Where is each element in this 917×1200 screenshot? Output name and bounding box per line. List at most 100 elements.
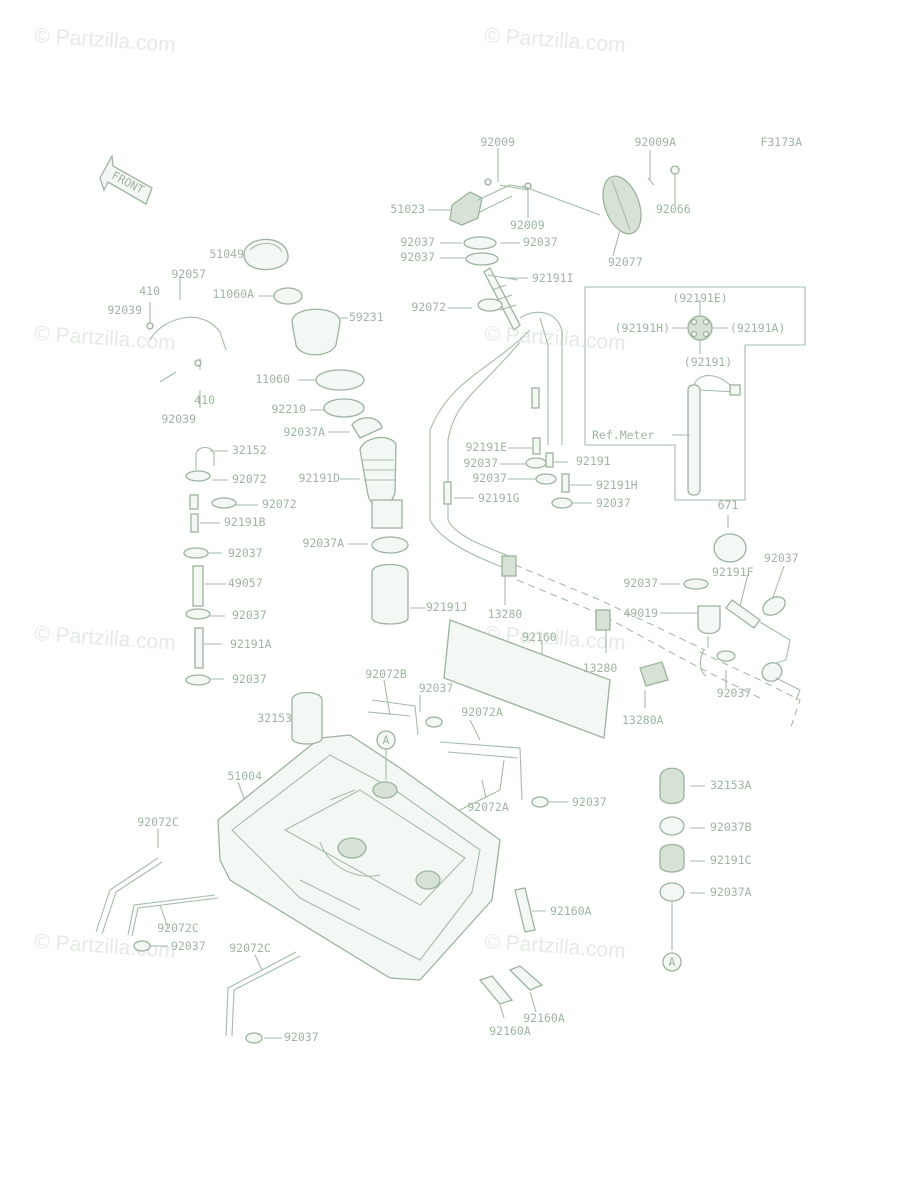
part-callout: 92037 — [523, 235, 558, 249]
fuel-cap-51049 — [243, 238, 289, 271]
part-callout: 92009 — [510, 218, 545, 232]
part-callout: 32152 — [232, 443, 267, 457]
filler-neck-59231 — [291, 308, 341, 356]
part-callout: 92037B — [710, 820, 752, 834]
small-hose-parts — [183, 446, 237, 686]
part-callout: 92191B — [224, 515, 266, 529]
part-callout: 13280 — [488, 607, 523, 621]
part-callout: 59231 — [349, 310, 384, 324]
part-callout: 671 — [718, 498, 739, 512]
inset-label-92191a: (92191A) — [730, 321, 785, 335]
part-callout: 92072A — [461, 705, 503, 719]
watermark-text: © Partzilla.com — [34, 322, 177, 355]
reference-markers: A A — [376, 730, 682, 972]
part-callout: 92191C — [710, 853, 752, 867]
front-arrow-icon: FRONT — [99, 153, 153, 205]
part-callout: 92037A — [283, 425, 325, 439]
part-callout: 92191A — [230, 637, 272, 651]
part-callout: 51004 — [227, 769, 262, 783]
part-callout: 92191E — [465, 440, 507, 454]
part-callout: 92072 — [262, 497, 297, 511]
part-callout: 92039 — [161, 412, 196, 426]
part-callout: 92037 — [284, 1030, 319, 1044]
part-callout: 92037 — [171, 939, 206, 953]
watermark-text: © Partzilla.com — [484, 24, 627, 57]
part-callout: 92037 — [596, 496, 631, 510]
marker-a-top-label: A — [383, 733, 390, 747]
figure-code: F3173A — [760, 135, 802, 149]
part-callout: 92037A — [302, 536, 344, 550]
part-callout: 92037 — [419, 681, 454, 695]
part-callout: 92057 — [171, 267, 206, 281]
part-callout: 92072C — [137, 815, 179, 829]
pipe-32153 — [291, 691, 323, 745]
watermark-text: © Partzilla.com — [34, 622, 177, 655]
hose-92191j — [371, 563, 409, 625]
marker-a-bottom — [662, 952, 682, 972]
part-callout: 92037 — [717, 686, 752, 700]
part-callout: 92072C — [229, 941, 271, 955]
part-callout: 410 — [139, 284, 160, 298]
part-callout: 92160A — [550, 904, 592, 918]
watermark-text: © Partzilla.com — [34, 24, 177, 57]
part-callout: 92066 — [656, 202, 691, 216]
inset-label-92191h: (92191H) — [615, 321, 670, 335]
plate-92160 — [443, 619, 611, 739]
part-callout: 92072B — [365, 667, 407, 681]
part-callout: 11060A — [212, 287, 254, 301]
inset-label-92191: (92191) — [684, 355, 732, 369]
part-callout: 92191G — [478, 491, 520, 505]
part-callout: 410 — [194, 393, 215, 407]
part-callout: 13280A — [622, 713, 664, 727]
part-callout: 11060 — [255, 372, 290, 386]
part-callout: 92037 — [764, 551, 799, 565]
part-callout: 92160 — [522, 630, 557, 644]
hose-92191i — [483, 267, 521, 332]
part-callout: 49057 — [228, 576, 263, 590]
watermark-text: © Partzilla.com — [484, 322, 627, 355]
part-callout: 49019 — [623, 606, 658, 620]
part-callout: 92072A — [467, 800, 509, 814]
part-callout: 92191 — [576, 454, 611, 468]
part-callout: 92072 — [411, 300, 446, 314]
fuel-cap-assembly — [449, 165, 680, 332]
filler-neck-parts — [146, 238, 409, 625]
hose-92191d — [359, 436, 397, 507]
watermark-text: © Partzilla.com — [484, 930, 627, 963]
marker-a-bottom-label: A — [669, 955, 676, 969]
fuel-tank-51004 — [217, 691, 549, 1005]
part-callout: 32153A — [710, 778, 752, 792]
part-callout: 92037 — [228, 546, 263, 560]
part-callout: 92160A — [489, 1024, 531, 1038]
part-callout: 92072C — [157, 921, 199, 935]
part-callout: 92210 — [271, 402, 306, 416]
part-callout: 92072 — [232, 472, 267, 486]
part-callout: 92037 — [400, 235, 435, 249]
part-callout: 92037 — [463, 456, 498, 470]
part-callout: 92077 — [608, 255, 643, 269]
inset-label-92191e: (92191E) — [672, 291, 727, 305]
tank-straps — [95, 857, 301, 1044]
part-callout: 13280 — [583, 661, 618, 675]
right-side-parts — [443, 533, 801, 739]
part-callout: 92039 — [107, 303, 142, 317]
part-callout: 92191H — [596, 478, 638, 492]
vent-disc-92077 — [602, 175, 642, 235]
inset-meter-detail: (92191E) (92191H) (92191A) (92191) Ref.M… — [584, 286, 806, 501]
part-callout: 51049 — [209, 247, 244, 261]
part-callout: 32153 — [257, 711, 292, 725]
part-callout: 92037 — [232, 672, 267, 686]
part-callout: 92037 — [572, 795, 607, 809]
part-callout: 51023 — [390, 202, 425, 216]
filter-49019 — [697, 605, 721, 635]
part-callout: 92037 — [400, 250, 435, 264]
part-callout: 92191D — [298, 471, 340, 485]
inset-label-ref-meter: Ref.Meter — [592, 428, 654, 442]
fuel-fitting-51023 — [449, 191, 483, 226]
part-callout: 92037A — [710, 885, 752, 899]
grommet-stack — [659, 767, 685, 902]
part-callout: 92191J — [426, 600, 468, 614]
part-callout: 92037 — [472, 471, 507, 485]
part-callout: 92009 — [480, 135, 515, 149]
